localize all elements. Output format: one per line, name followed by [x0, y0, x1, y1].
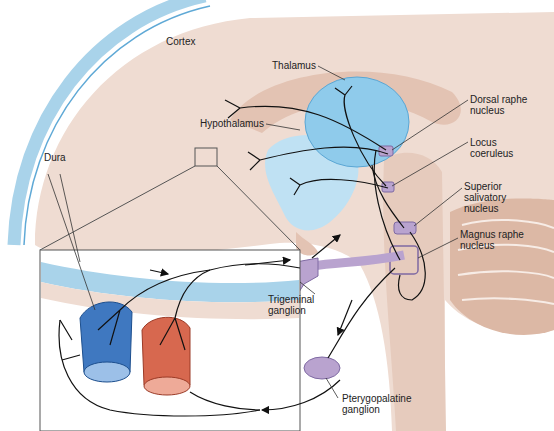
trigeminal-nerve — [312, 255, 404, 266]
cerebellum — [450, 198, 554, 334]
superior-salivatory-shape — [394, 222, 416, 234]
thalamus-shape — [305, 77, 409, 167]
structure-label: Trigeminal ganglion — [268, 294, 328, 316]
inset-brain — [41, 282, 299, 319]
structure-label: Pterygopalatine ganglion — [342, 393, 412, 415]
artery-lumen — [144, 377, 190, 395]
structure-label: Thalamus — [272, 60, 332, 71]
vein-shape — [80, 302, 132, 381]
inset-frame — [40, 250, 300, 431]
structure-label: Hypothalamus — [200, 118, 270, 129]
structure-label: Superior salivatory nucleus — [464, 181, 534, 214]
pterygopalatine-shape — [304, 357, 340, 379]
structure-label: Locus coeruleus — [470, 137, 530, 159]
central-arrow — [312, 235, 340, 258]
descending-arrow — [338, 300, 352, 335]
cerebellum-folia — [458, 220, 554, 304]
structure-label: Magnus raphe nucleus — [460, 229, 524, 251]
zoom-box — [195, 148, 217, 166]
structure-label: Cortex — [166, 36, 226, 47]
vein-lumen — [84, 362, 130, 382]
inset-arrow — [150, 270, 168, 274]
zoom-lines — [40, 166, 300, 250]
structure-label: Dorsal raphe nucleus — [470, 94, 530, 116]
meningeal-fibers — [59, 264, 300, 416]
leader-lines — [48, 66, 468, 398]
brain-cortex — [35, 12, 554, 431]
brainstem — [383, 153, 446, 431]
structure-label: Dura — [44, 152, 84, 163]
parasympathetic-arrow — [262, 380, 340, 410]
afferent-arrow — [245, 260, 290, 265]
